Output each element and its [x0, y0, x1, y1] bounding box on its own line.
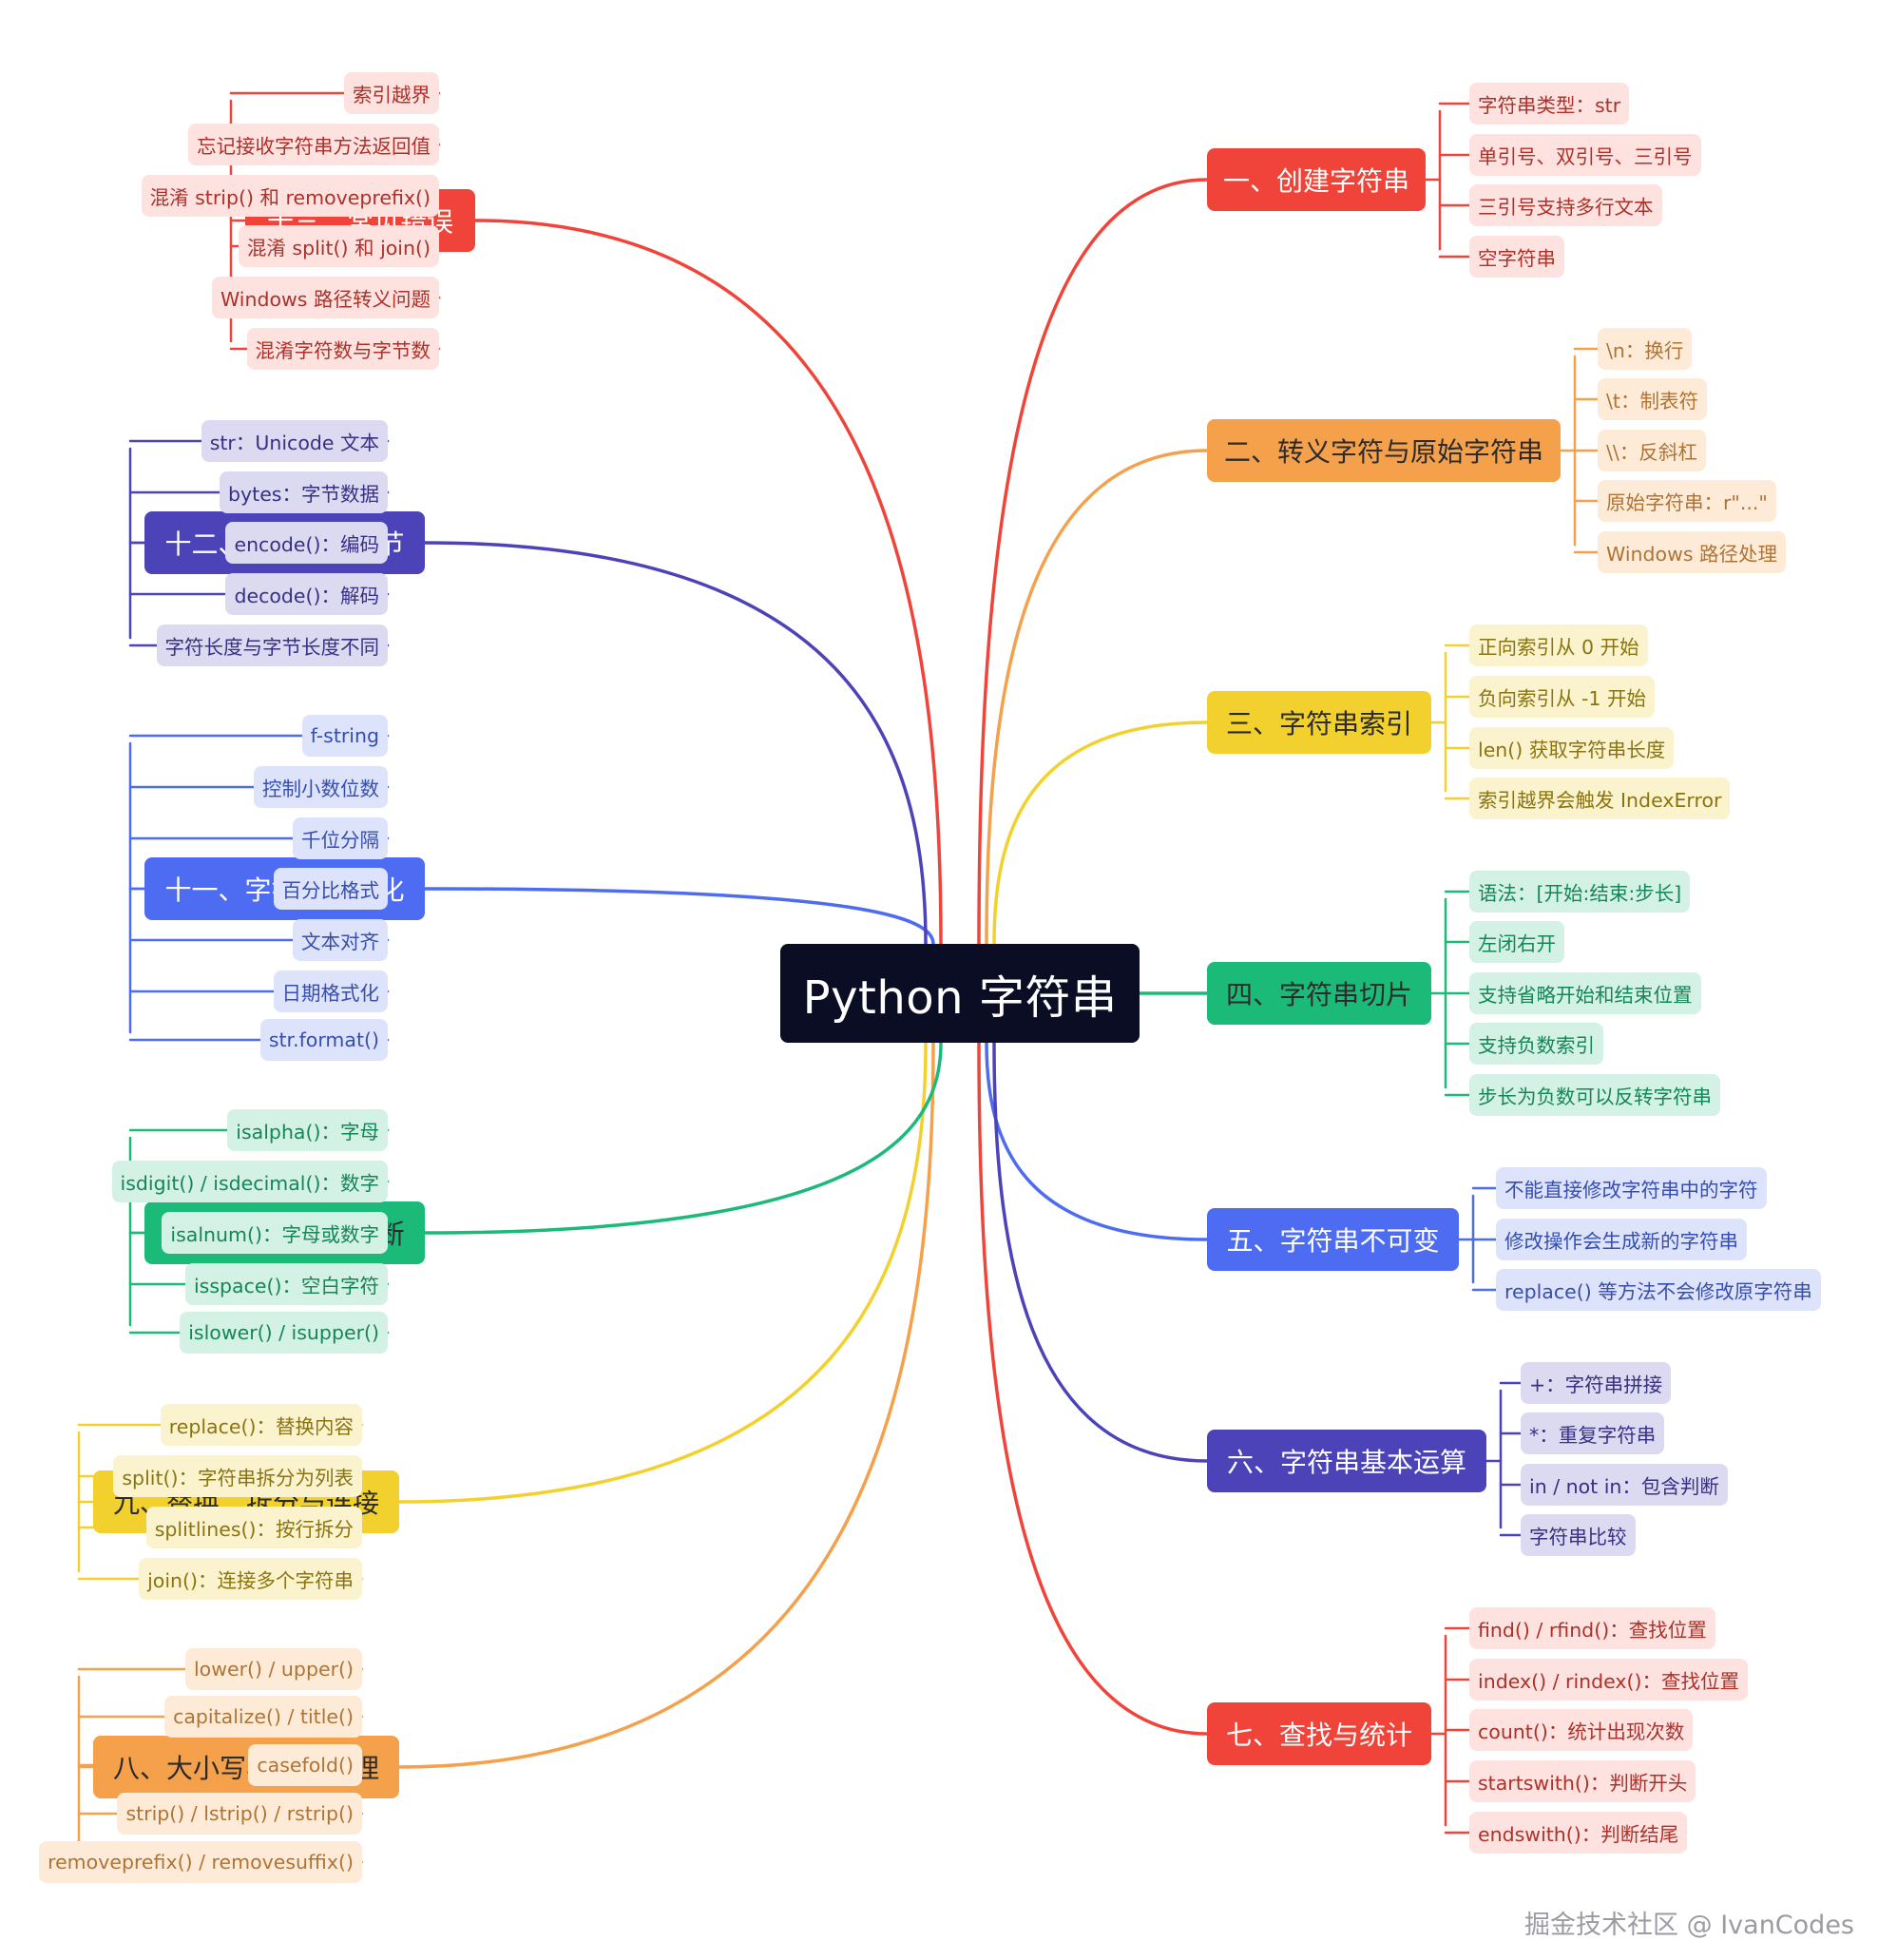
leaf-node[interactable]: 原始字符串：r"..."	[1598, 480, 1776, 522]
leaf-node[interactable]: bytes：字节数据	[220, 471, 388, 513]
leaf-node[interactable]: 字符串类型：str	[1469, 83, 1630, 125]
leaf-node[interactable]: 混淆字符数与字节数	[246, 328, 439, 370]
branch-node-5[interactable]: 五、字符串不可变	[1207, 1208, 1459, 1271]
leaf-node[interactable]: 字符串比较	[1521, 1514, 1636, 1556]
leaf-node[interactable]: isdigit() / isdecimal()：数字	[111, 1161, 388, 1202]
leaf-node[interactable]: 左闭右开	[1469, 921, 1564, 963]
leaf-node[interactable]: *：重复字符串	[1521, 1412, 1665, 1454]
leaf-node[interactable]: 日期格式化	[273, 970, 388, 1012]
connector-line	[985, 449, 1209, 946]
leaf-node[interactable]: replace()：替换内容	[160, 1404, 362, 1446]
leaf-node[interactable]: startswith()：判断开头	[1469, 1760, 1696, 1802]
leaf-node[interactable]: 索引越界	[344, 72, 439, 114]
leaf-node[interactable]: \t：制表符	[1598, 378, 1707, 420]
leaf-node[interactable]: str.format()	[259, 1019, 388, 1061]
leaf-node[interactable]: lower() / upper()	[184, 1648, 362, 1690]
leaf-node[interactable]: isspace()：空白字符	[184, 1263, 388, 1305]
leaf-node[interactable]: capitalize() / title()	[164, 1696, 362, 1738]
leaf-node[interactable]: replace() 等方法不会修改原字符串	[1496, 1269, 1821, 1311]
leaf-node[interactable]: 语法：[开始:结束:步长]	[1469, 871, 1691, 913]
leaf-node[interactable]: 百分比格式	[273, 868, 388, 910]
leaf-node[interactable]: 步长为负数可以反转字符串	[1469, 1074, 1720, 1116]
leaf-node[interactable]: 正向索引从 0 开始	[1469, 625, 1648, 666]
leaf-node[interactable]: 单引号、双引号、三引号	[1469, 134, 1701, 176]
leaf-node[interactable]: islower() / isupper()	[180, 1312, 388, 1354]
connector-line	[473, 219, 943, 946]
leaf-node[interactable]: \\：反斜杠	[1598, 430, 1706, 471]
leaf-node[interactable]: 支持省略开始和结束位置	[1469, 972, 1701, 1014]
leaf-node[interactable]: str：Unicode 文本	[201, 420, 388, 462]
connector-line	[992, 721, 1209, 946]
branch-node-1[interactable]: 一、创建字符串	[1207, 148, 1426, 211]
connector-line	[977, 1041, 1209, 1736]
leaf-node[interactable]: +：字符串拼接	[1521, 1362, 1672, 1404]
leaf-node[interactable]: strip() / lstrip() / rstrip()	[117, 1793, 362, 1835]
connector-line	[992, 1041, 1209, 1463]
leaf-node[interactable]: 修改操作会生成新的字符串	[1496, 1219, 1747, 1260]
connector-line	[423, 1041, 943, 1235]
leaf-node[interactable]: 千位分隔	[293, 817, 388, 859]
leaf-node[interactable]: join()：连接多个字符串	[139, 1558, 362, 1600]
connector-line	[423, 887, 935, 946]
leaf-node[interactable]: in / not in：包含判断	[1521, 1464, 1728, 1506]
connector-line	[423, 541, 928, 946]
leaf-node[interactable]: 控制小数位数	[254, 766, 388, 808]
leaf-node[interactable]: 支持负数索引	[1469, 1023, 1603, 1065]
leaf-node[interactable]: f-string	[301, 715, 388, 757]
leaf-node[interactable]: Windows 路径转义问题	[211, 277, 439, 318]
connector-line	[977, 178, 1209, 946]
leaf-node[interactable]: 混淆 split() 和 join()	[238, 225, 439, 267]
leaf-node[interactable]: \n：换行	[1598, 328, 1693, 370]
leaf-node[interactable]: 负向索引从 -1 开始	[1469, 676, 1655, 718]
connector-line	[397, 1041, 935, 1769]
leaf-node[interactable]: 文本对齐	[293, 919, 388, 961]
leaf-node[interactable]: 忘记接收字符串方法返回值	[188, 124, 439, 165]
leaf-node[interactable]: Windows 路径处理	[1598, 531, 1787, 573]
branch-node-7[interactable]: 七、查找与统计	[1207, 1702, 1431, 1765]
leaf-node[interactable]: 空字符串	[1469, 236, 1564, 278]
connector-line	[397, 1041, 928, 1504]
branch-node-2[interactable]: 二、转义字符与原始字符串	[1207, 419, 1561, 482]
connector-line	[985, 1041, 1209, 1241]
leaf-node[interactable]: len() 获取字符串长度	[1469, 727, 1675, 769]
central-topic[interactable]: Python 字符串	[780, 944, 1140, 1043]
leaf-node[interactable]: encode()：编码	[225, 522, 388, 564]
leaf-node[interactable]: 三引号支持多行文本	[1469, 184, 1662, 226]
leaf-node[interactable]: splitlines()：按行拆分	[145, 1507, 362, 1548]
leaf-node[interactable]: isalpha()：字母	[227, 1109, 388, 1151]
leaf-node[interactable]: 索引越界会触发 IndexError	[1469, 778, 1731, 819]
leaf-node[interactable]: casefold()	[248, 1744, 362, 1786]
leaf-node[interactable]: find() / rfind()：查找位置	[1469, 1607, 1715, 1649]
leaf-node[interactable]: split()：字符串拆分为列表	[113, 1455, 362, 1497]
branch-node-3[interactable]: 三、字符串索引	[1207, 691, 1431, 754]
branch-node-6[interactable]: 六、字符串基本运算	[1207, 1430, 1486, 1492]
watermark: 掘金技术社区 @ IvanCodes	[1524, 1911, 1854, 1940]
branch-node-4[interactable]: 四、字符串切片	[1207, 962, 1431, 1025]
leaf-node[interactable]: 混淆 strip() 和 removeprefix()	[141, 175, 439, 217]
leaf-node[interactable]: count()：统计出现次数	[1469, 1709, 1694, 1751]
leaf-node[interactable]: 不能直接修改字符串中的字符	[1496, 1167, 1767, 1209]
leaf-node[interactable]: endswith()：判断结尾	[1469, 1812, 1688, 1854]
leaf-node[interactable]: index() / rindex()：查找位置	[1469, 1659, 1749, 1701]
leaf-node[interactable]: decode()：解码	[225, 573, 388, 615]
leaf-node[interactable]: isalnum()：字母或数字	[162, 1212, 388, 1254]
leaf-node[interactable]: 字符长度与字节长度不同	[156, 625, 388, 666]
leaf-node[interactable]: removeprefix() / removesuffix()	[39, 1841, 362, 1883]
